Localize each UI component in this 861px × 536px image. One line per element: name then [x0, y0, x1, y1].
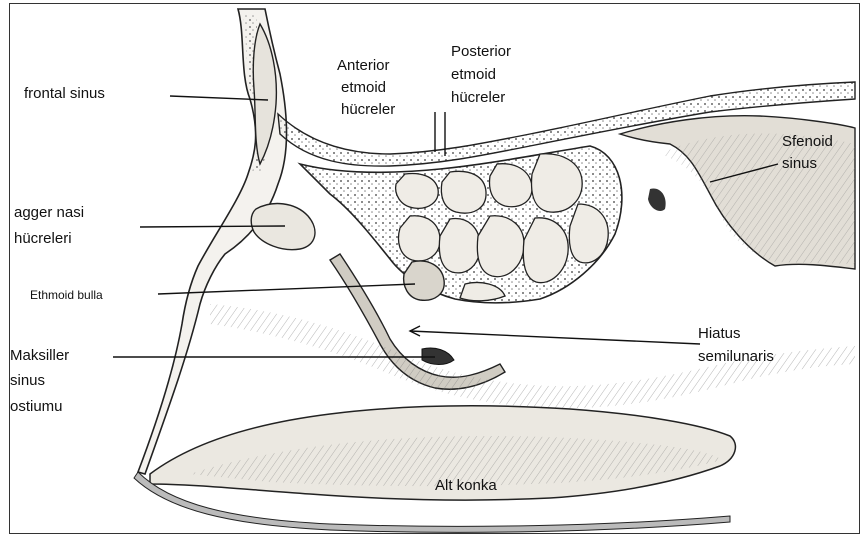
label-frontal-sinus: frontal sinus	[24, 83, 105, 104]
sphenoid-sinus-shading	[660, 133, 855, 264]
label-maxillary-line2: sinus	[10, 370, 45, 391]
label-posterior-ethmoid-line2: etmoid	[451, 64, 496, 85]
label-posterior-ethmoid-line3: hücreler	[451, 87, 505, 108]
label-ethmoid-bulla: Ethmoid bulla	[30, 285, 103, 306]
sinus-anatomy-illustration	[10, 4, 859, 533]
diagram-frame: frontal sinus Anterior etmoid hücreler P…	[9, 3, 860, 534]
label-maxillary-line3: ostiumu	[10, 396, 63, 417]
label-agger-nasi-line2: hücreleri	[14, 228, 72, 249]
sphenoid-ostium	[648, 188, 666, 210]
label-anterior-ethmoid-line2: etmoid	[341, 77, 386, 98]
label-anterior-ethmoid-line3: hücreler	[341, 99, 395, 120]
label-inferior-turbinate: Alt konka	[435, 475, 497, 496]
label-hiatus-line1: Hiatus	[698, 323, 741, 344]
label-hiatus-line2: semilunaris	[698, 346, 774, 367]
label-agger-nasi-line1: agger nasi	[14, 202, 84, 223]
label-sphenoid-line2: sinus	[782, 153, 817, 174]
label-posterior-ethmoid-line1: Posterior	[451, 41, 511, 62]
maxillary-ostium-slit	[422, 348, 454, 364]
label-maxillary-line1: Maksiller	[10, 345, 69, 366]
label-anterior-ethmoid-line1: Anterior	[337, 55, 390, 76]
label-sphenoid-line1: Sfenoid	[782, 131, 833, 152]
